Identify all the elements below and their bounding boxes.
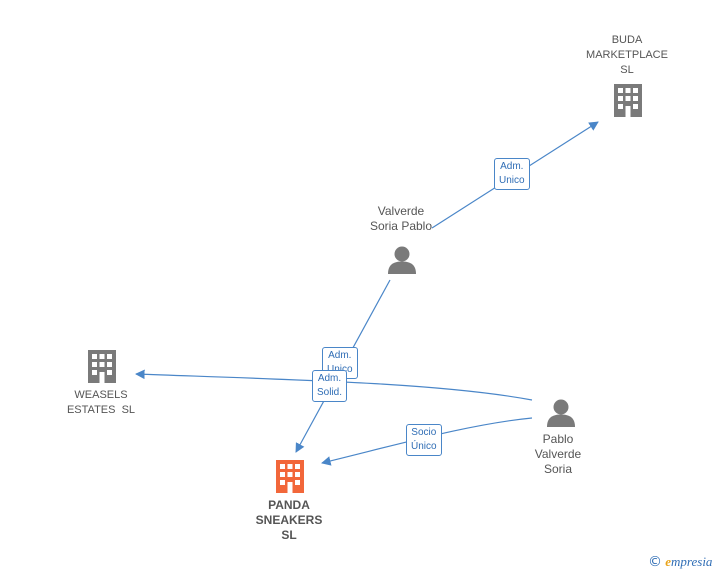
- node-label-valverde-soria-pablo[interactable]: Valverde Soria Pablo: [369, 204, 433, 233]
- building-icon[interactable]: [276, 460, 304, 493]
- building-icon[interactable]: [614, 84, 642, 117]
- empresia-logo: © empresia: [648, 554, 713, 570]
- edge-label-adm-solid[interactable]: Adm. Solid.: [312, 370, 348, 402]
- person-icon[interactable]: [388, 246, 416, 275]
- building-icon[interactable]: [88, 350, 116, 383]
- edge-adm-solid: [135, 369, 533, 401]
- node-label-buda[interactable]: BUDA MARKETPLACE SL: [586, 34, 668, 76]
- edge-label-adm-unico-buda[interactable]: Adm. Unico: [494, 158, 530, 190]
- person-icon[interactable]: [547, 399, 575, 428]
- node-label-pablo-valverde-soria[interactable]: Pablo Valverde Soria: [534, 432, 582, 476]
- edge-label-socio-unico[interactable]: Socio Único: [406, 424, 442, 456]
- node-label-weasels[interactable]: WEASELS ESTATES SL: [66, 389, 136, 416]
- node-label-panda[interactable]: PANDA SNEAKERS SL: [255, 498, 323, 542]
- copyright-icon: ©: [648, 554, 662, 570]
